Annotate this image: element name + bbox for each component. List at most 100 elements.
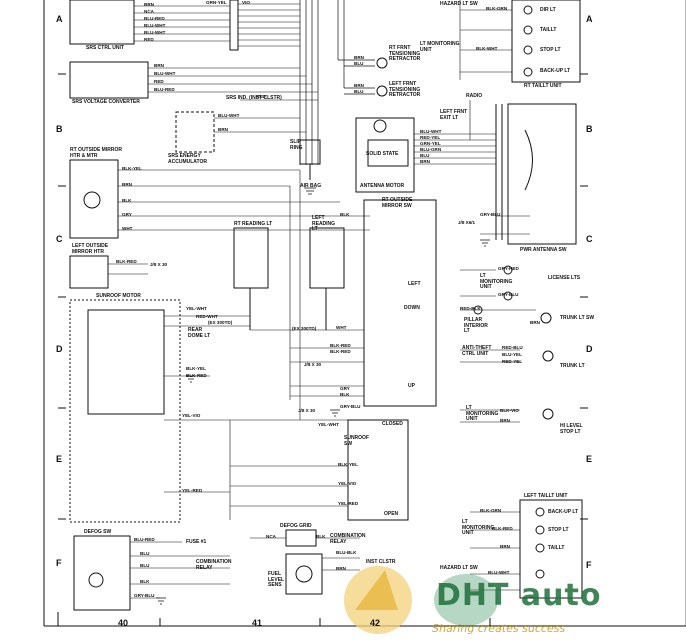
wire-label: BLK: [340, 212, 350, 217]
column-number-41: 41: [252, 618, 263, 628]
row-marker-d: D: [56, 344, 63, 354]
dir-lt-label: DIR LT: [540, 7, 556, 13]
trunk-lt-sw-label: TRUNK LT SW: [560, 315, 595, 321]
column-number-40: 40: [118, 618, 129, 628]
wire-label: BLK: [340, 392, 350, 397]
mirror-down-label: DOWN: [404, 305, 420, 311]
wire-label: J/8 X 30: [150, 262, 168, 267]
wire-label: (EX 300TD): [292, 326, 317, 331]
combination-relay-label: COMBINATION RELAY: [330, 533, 366, 545]
left-frnt-exit-lt-label: LEFT FRNT EXIT LT: [440, 109, 468, 121]
wire-label: BLK-GRN: [480, 508, 502, 513]
rt-outside-mirror-htr-mtr-label: RT OUTSIDE MIRROR HTR & MTR: [70, 147, 122, 159]
license-lts-label: LICENSE LTS: [548, 275, 581, 281]
wire-label: GRY: [340, 386, 350, 391]
wire-label: RED-BLU: [502, 345, 523, 350]
wire-label: BLU-RED: [154, 87, 175, 92]
srs-ctrl-unit-label: SRS CTRL UNIT: [86, 45, 124, 51]
anti-theft-ctrl-unit-label: ANTI-THEFT CTRL UNIT: [462, 345, 492, 357]
wire-label: GRY-BLU: [340, 404, 361, 409]
taillt-label: TAILLT: [540, 27, 557, 33]
hazard-lt-sw-lower-label: HAZARD LT SW: [440, 565, 478, 571]
wire-label: RED-YEL: [502, 359, 523, 364]
rt-reading-lt-label: RT READING LT: [234, 221, 273, 227]
rt-retractor-label: RT FRNT TENSIONING RETRACTOR: [389, 45, 421, 62]
rear-dome-lt-label: REAR DOME LT: [188, 327, 211, 339]
watermark-tagline: Sharing creates success: [432, 622, 566, 635]
wire-label: BRN: [500, 544, 510, 549]
stop-lt-lower-label: STOP LT: [548, 527, 569, 533]
wire-label: (EX 300TD): [208, 320, 233, 325]
wire-label: BLK-VIO: [500, 408, 519, 413]
wire-label: BLU-RED: [144, 16, 165, 21]
antenna-motor-label: ANTENNA MOTOR: [360, 183, 405, 189]
wire-label: YEL-RED: [338, 501, 359, 506]
row-marker-c-right: C: [586, 234, 593, 244]
wire-label: BLU-WHT: [488, 570, 510, 575]
pillar-interior-lt-label: PILLAR INTERIOR LT: [464, 317, 488, 334]
wire-label: J/8 X 30: [298, 408, 316, 413]
wire-label: YEL-WHT: [186, 306, 207, 311]
mirror-up-label: UP: [408, 383, 415, 389]
wire-label: BLK: [316, 534, 326, 539]
wire-label: RED: [144, 37, 154, 42]
lt-monitoring-unit-mid-label: LT MONITORING UNIT: [480, 273, 513, 290]
wire-label: GRY-BLU: [498, 292, 519, 297]
wire-label: BLK: [122, 198, 132, 203]
wire-label: BLK: [140, 579, 150, 584]
wire-label: RED-BLK: [460, 306, 481, 311]
closed-label: CLOSED: [382, 421, 403, 427]
defog-grid-label: DEFOG GRID: [280, 523, 312, 529]
solid-state-label: SOLID STATE: [366, 151, 399, 157]
wire-label: YEL-WHT: [318, 422, 339, 427]
wire-label: YEL-VIO: [338, 481, 357, 486]
wire-label: BLK-YEL: [338, 462, 358, 467]
wire-label: BLU: [420, 153, 430, 158]
slip-ring-label: SLIP RING: [290, 139, 303, 151]
row-marker-e-right: E: [586, 454, 593, 464]
wire-label: BLK-WHT: [476, 46, 498, 51]
wire-label: GRY-BLU: [480, 212, 501, 217]
srs-ind-label: SRS IND. (INST CLSTR): [226, 95, 282, 101]
fuse-label: FUSE #1: [186, 539, 207, 545]
mirror-left-label: LEFT: [408, 281, 421, 287]
wire-label: GRY: [122, 212, 132, 217]
srs-voltage-converter-label: SRS VOLTAGE CONVERTER: [72, 99, 140, 105]
row-marker-d-right: D: [586, 344, 593, 354]
pwr-antenna-sw-label: PWR ANTENNA SW: [520, 247, 567, 253]
wire-label: BLK-RED: [330, 343, 351, 348]
row-marker-f: F: [56, 558, 62, 568]
row-marker-b-right: B: [586, 124, 593, 134]
rt-outside-mirror-sw-label: RT OUTSIDE MIRROR SW: [382, 197, 413, 209]
wire-label: BLU: [140, 563, 150, 568]
stop-lt-label: STOP LT: [540, 47, 561, 53]
wire-label: BRN: [354, 55, 364, 60]
wire-label: BLU-WHT: [154, 71, 176, 76]
wire-label: BLU: [354, 61, 364, 66]
wire-label: BRN: [354, 83, 364, 88]
lt-monitoring-unit-bottom-label: LT MONITORING UNIT: [462, 519, 495, 536]
lt-monitoring-unit-low-label: LT MONITORING UNIT: [466, 405, 499, 422]
wire-label: BRN: [500, 418, 510, 423]
inst-clstr-label: INST CLSTR: [366, 559, 396, 565]
left-reading-lt-label: LEFT READING LT: [312, 215, 336, 232]
wire-label: BRN: [218, 127, 228, 132]
srs-energy-accumulator-label: SRS ENERGY ACCUMULATOR: [168, 153, 207, 165]
wire-label: BLU-WHT: [144, 30, 166, 35]
wire-label: BLK-YEL: [186, 366, 206, 371]
wire-label: YEL-RED: [182, 488, 203, 493]
wire-label: BLU: [140, 551, 150, 556]
wire-label: GRY-RED: [498, 266, 519, 271]
taillt-lower-label: TAILLT: [548, 545, 565, 551]
wire-label: J/8 X 30: [304, 362, 322, 367]
row-marker-f-right: F: [586, 560, 592, 570]
column-number-42: 42: [370, 618, 381, 628]
wire-label: BLU: [354, 89, 364, 94]
wire-label: WHT: [122, 226, 133, 231]
wire-label: BRN: [336, 566, 346, 571]
wire-label: BLU-GRN: [420, 147, 442, 152]
wire-label: BLK-GRN: [486, 6, 508, 11]
sunroof-motor-label: SUNROOF MOTOR: [96, 293, 141, 299]
hi-level-stop-lt-label: HI LEVEL STOP LT: [560, 423, 583, 435]
row-marker-c: C: [56, 234, 63, 244]
